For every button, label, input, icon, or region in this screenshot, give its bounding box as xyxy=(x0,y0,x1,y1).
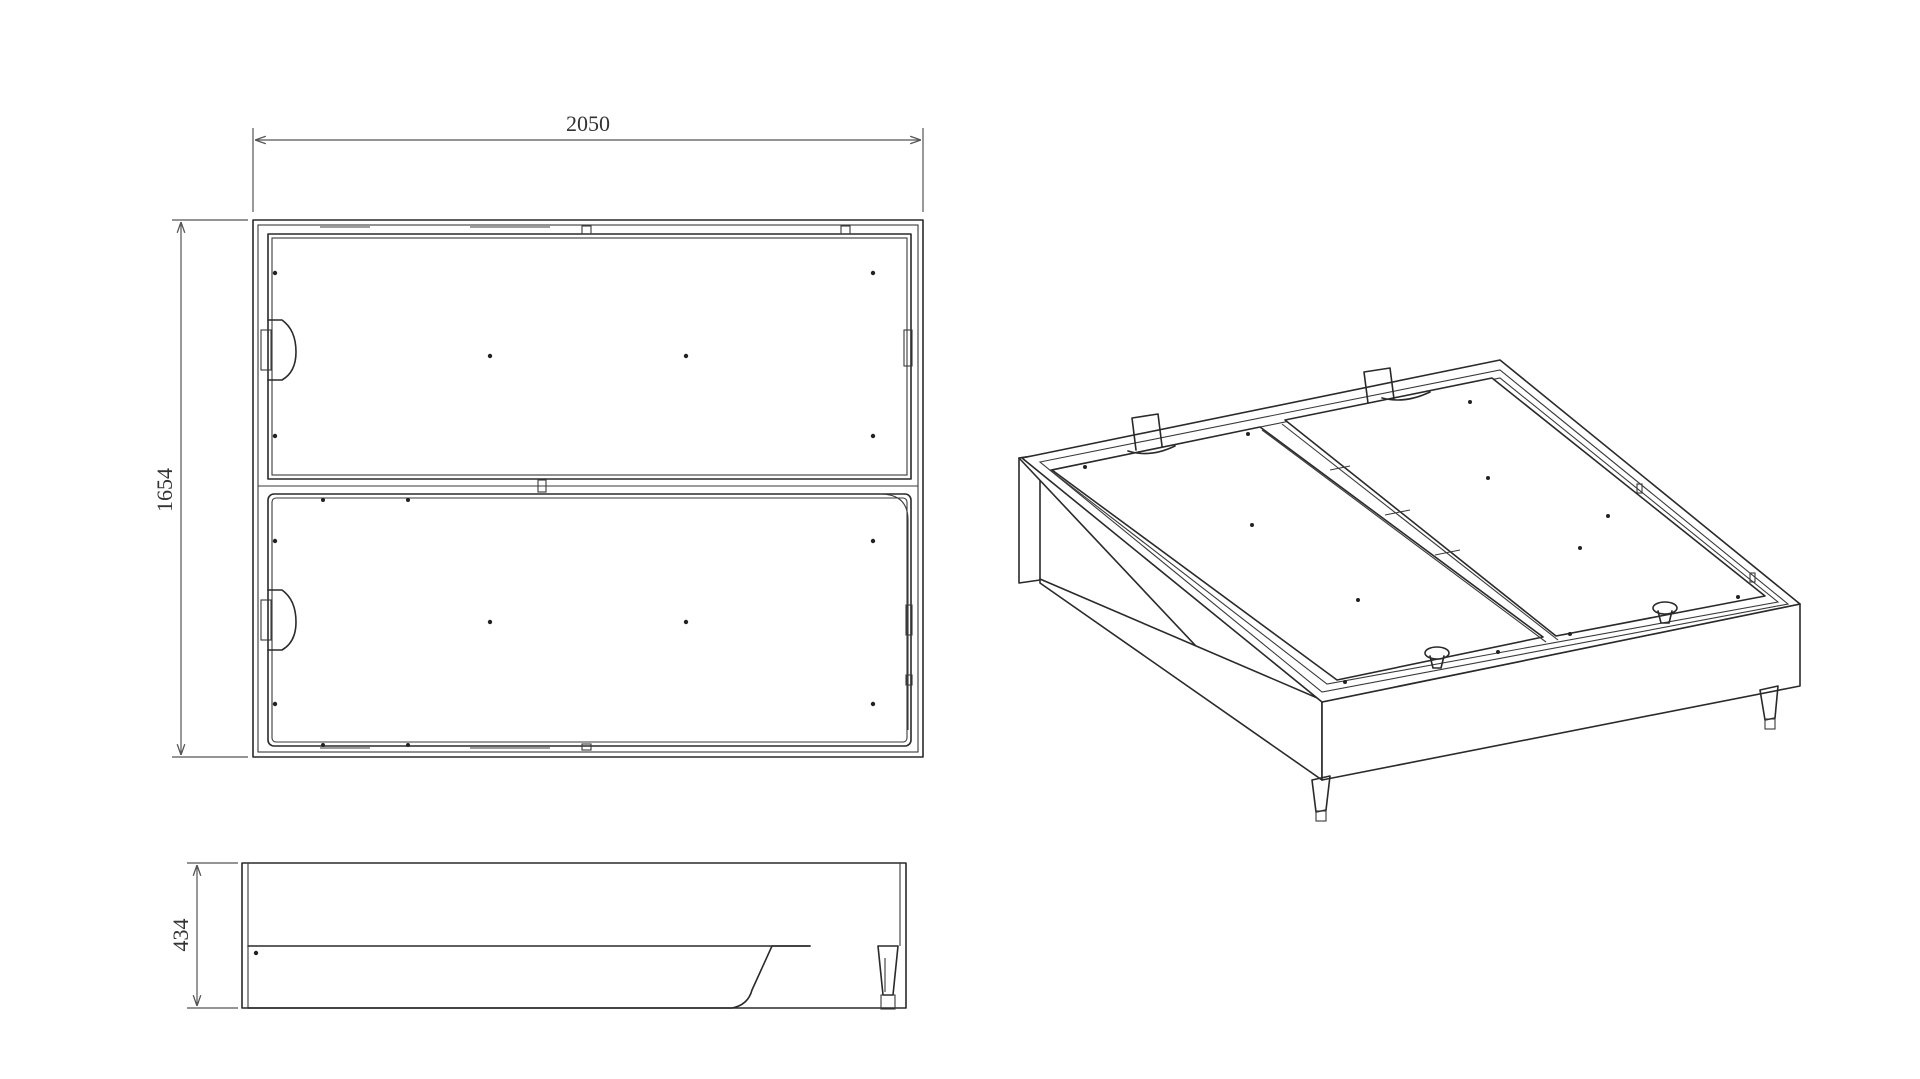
length-dimension-label: 1654 xyxy=(152,468,177,512)
length-dimension: 1654 xyxy=(152,219,248,758)
height-dimension-label: 434 xyxy=(168,919,193,952)
width-dimension-label: 2050 xyxy=(566,111,610,136)
width-dimension: 2050 xyxy=(252,111,924,212)
isometric-view xyxy=(1018,359,1801,822)
height-dimension: 434 xyxy=(168,862,238,1009)
side-view xyxy=(241,862,907,1010)
top-view xyxy=(252,219,924,758)
